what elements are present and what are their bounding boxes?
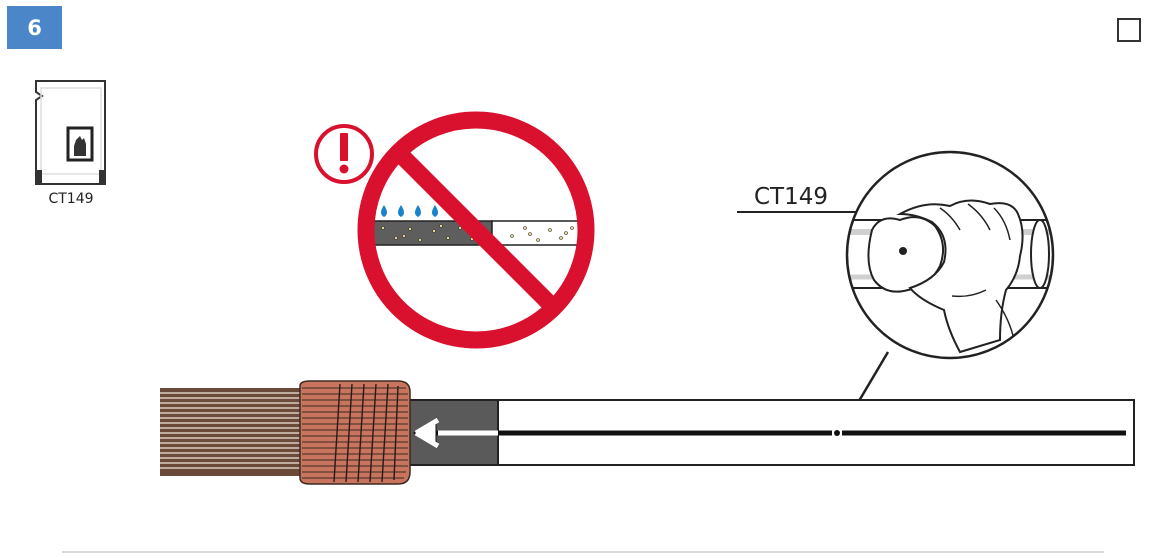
material-code-label: CT149 xyxy=(48,191,94,207)
wipe-direction-arrow xyxy=(412,417,1126,449)
step-number-badge: 6 xyxy=(7,6,62,49)
no-symbol-icon xyxy=(357,111,595,349)
water-drops-icon xyxy=(381,205,438,217)
exclamation-warning-icon xyxy=(314,124,374,184)
no-wet-cable-prohibition xyxy=(357,111,595,349)
magnified-wiping-detail xyxy=(845,150,1055,360)
callout-label: CT149 xyxy=(754,184,828,210)
main-cable xyxy=(160,380,1135,485)
wipe-packet-icon xyxy=(35,80,106,185)
bottom-divider xyxy=(62,551,1104,553)
copper-screen-wires xyxy=(299,380,411,485)
cable-conductors xyxy=(160,388,312,476)
step-complete-checkbox[interactable] xyxy=(1117,18,1141,42)
